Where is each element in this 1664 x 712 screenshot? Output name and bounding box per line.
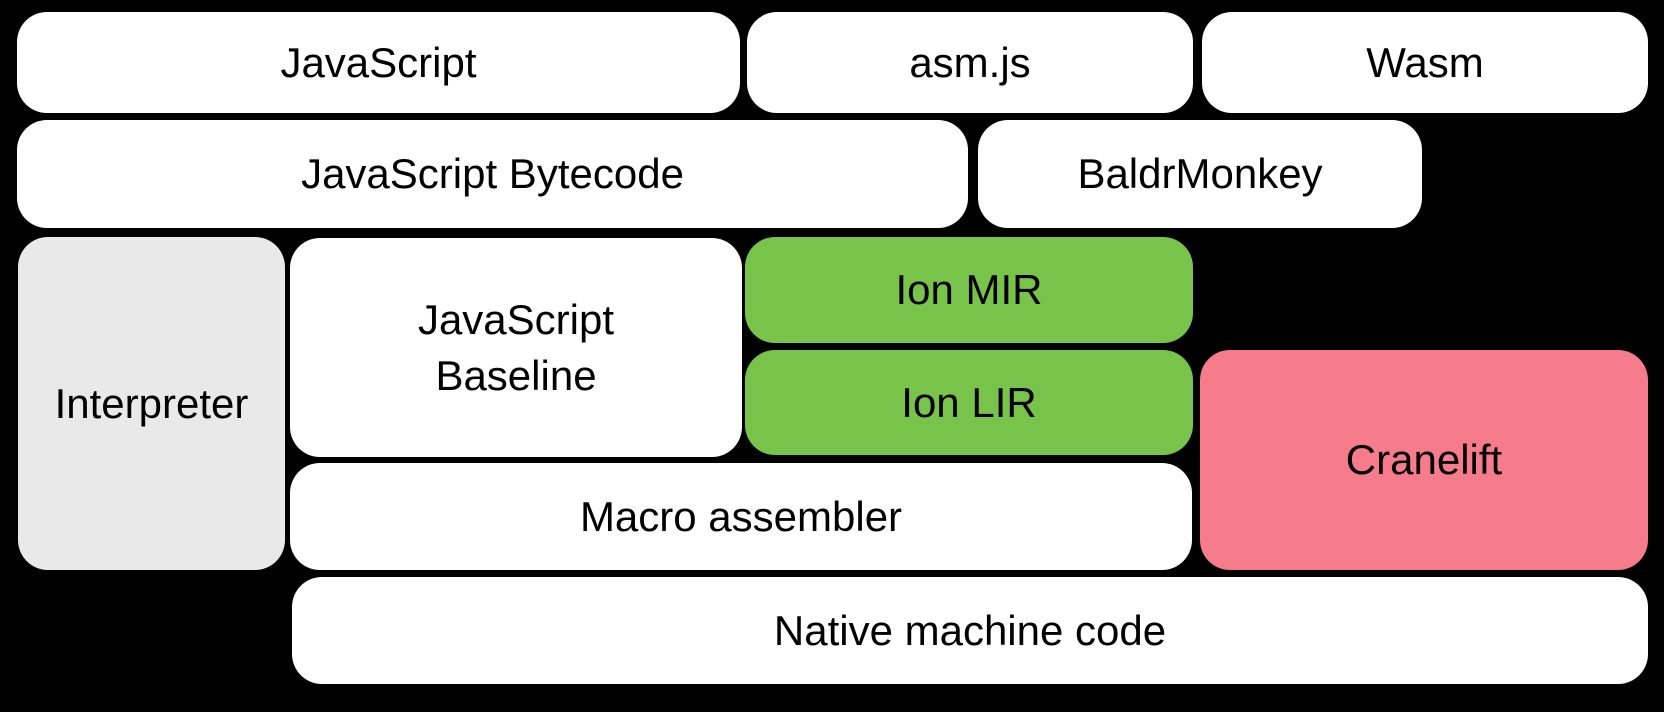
box-ion-mir-label: Ion MIR	[895, 266, 1043, 314]
box-interpreter: Interpreter	[18, 237, 285, 570]
box-baldrmonkey: BaldrMonkey	[978, 120, 1422, 228]
box-cranelift-label: Cranelift	[1345, 436, 1503, 484]
box-javascript-label: JavaScript	[280, 38, 477, 86]
box-ion-mir: Ion MIR	[745, 237, 1193, 343]
box-baldrmonkey-label: BaldrMonkey	[1077, 150, 1323, 198]
box-native-machine-code-label: Native machine code	[773, 606, 1167, 654]
box-javascript-baseline: JavaScript Baseline	[290, 238, 742, 457]
box-javascript-bytecode-label: JavaScript Bytecode	[301, 150, 684, 198]
box-javascript: JavaScript	[17, 12, 740, 113]
box-javascript-baseline-label: JavaScript Baseline	[417, 295, 615, 399]
box-asmjs: asm.js	[747, 12, 1193, 113]
box-macro-assembler-label: Macro assembler	[579, 492, 903, 540]
box-asmjs-label: asm.js	[909, 38, 1031, 86]
box-wasm: Wasm	[1202, 12, 1648, 113]
box-wasm-label: Wasm	[1366, 38, 1484, 86]
box-interpreter-label: Interpreter	[54, 379, 249, 427]
box-ion-lir-label: Ion LIR	[901, 378, 1037, 426]
box-cranelift: Cranelift	[1200, 350, 1648, 570]
box-macro-assembler: Macro assembler	[290, 463, 1192, 570]
box-javascript-bytecode: JavaScript Bytecode	[17, 120, 968, 228]
box-native-machine-code: Native machine code	[292, 577, 1648, 684]
box-ion-lir: Ion LIR	[745, 350, 1193, 455]
